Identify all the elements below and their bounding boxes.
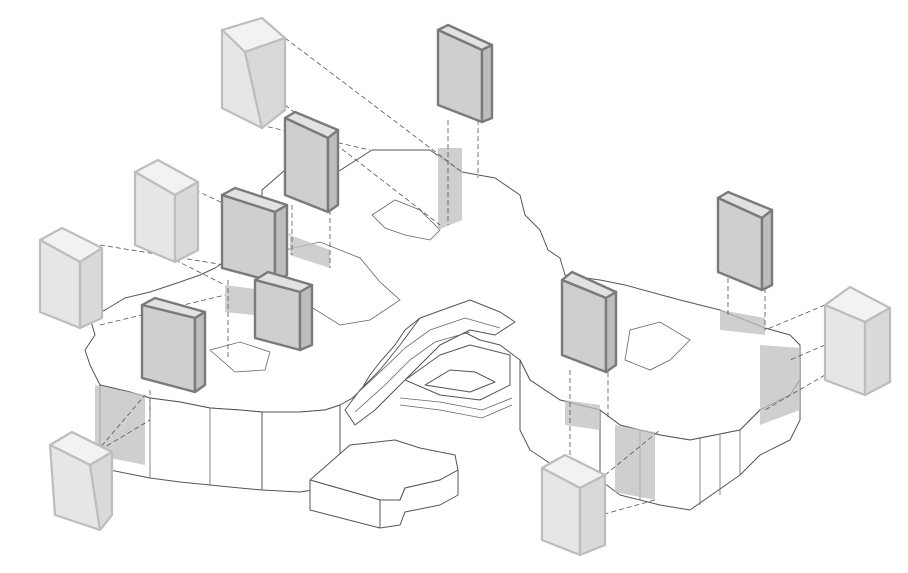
tower-right-far xyxy=(716,190,774,292)
plan-detail-1 xyxy=(371,199,441,241)
projection-line xyxy=(764,304,826,331)
ghost-volume-top-left xyxy=(220,16,287,130)
projection-line xyxy=(604,429,661,476)
court-step-2 xyxy=(399,404,513,419)
projection-line xyxy=(99,419,151,451)
shadow-patch xyxy=(565,400,600,430)
projection-line xyxy=(99,244,226,266)
ramp-step-line-2 xyxy=(354,331,471,413)
projection-line xyxy=(789,344,826,361)
shadow-patch xyxy=(720,310,765,335)
court-step xyxy=(399,397,513,411)
tower-left-low xyxy=(253,270,314,352)
tower-left-tall xyxy=(220,186,289,284)
ghost-volume-bottom-left xyxy=(48,430,114,532)
front-block-side xyxy=(379,469,459,529)
shadow-patch xyxy=(438,148,462,230)
ghost-volume-left-upper xyxy=(133,158,200,264)
projection-line xyxy=(284,37,463,173)
shadow-patch xyxy=(615,425,655,500)
sunken-court-inner xyxy=(424,369,496,393)
ramp-step-line-1 xyxy=(349,317,501,401)
tower-top-center xyxy=(436,23,494,124)
tower-upper-mid xyxy=(283,110,340,214)
tower-left-front xyxy=(140,296,207,394)
ghost-volume-bottom-right xyxy=(540,453,607,557)
shadow-patch xyxy=(290,235,330,268)
plan-detail-3 xyxy=(209,341,271,373)
ghost-volume-left-mid xyxy=(38,226,104,330)
projection-line xyxy=(174,259,226,286)
projection-line xyxy=(59,394,146,496)
tower-right-center xyxy=(560,270,618,374)
projected-shadows xyxy=(95,148,800,500)
plan-detail-2 xyxy=(624,321,691,371)
shadow-patch xyxy=(760,345,800,425)
central-ramp xyxy=(344,299,516,426)
projection-line xyxy=(764,374,826,411)
ghost-volume-right xyxy=(823,285,892,397)
